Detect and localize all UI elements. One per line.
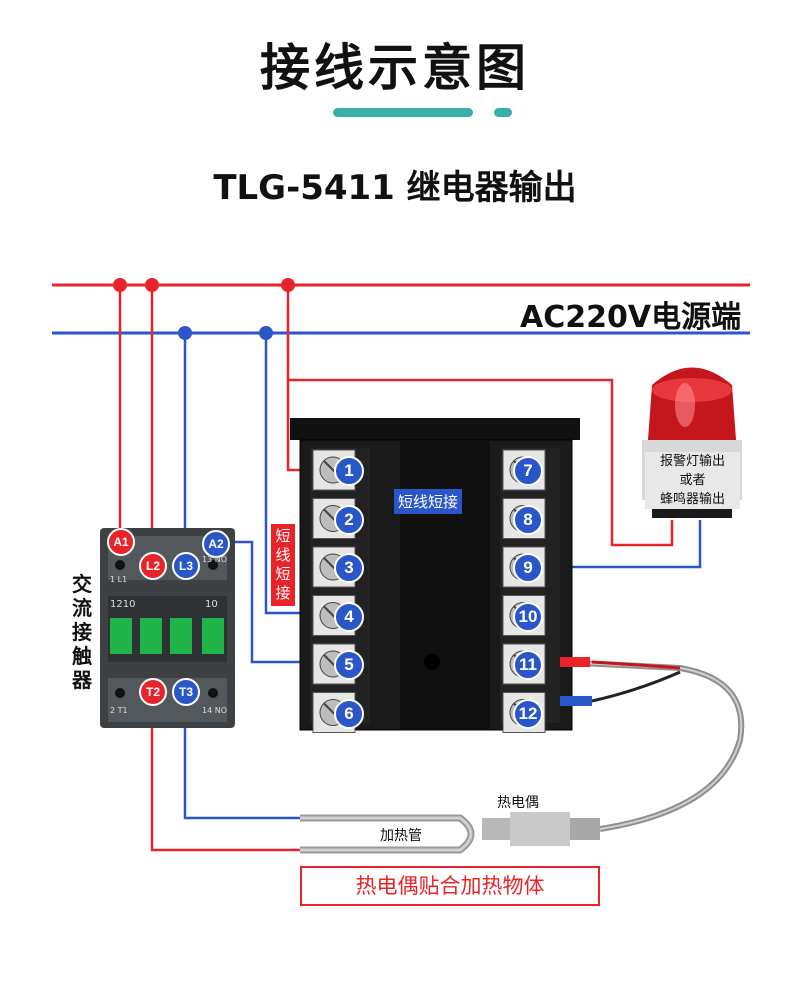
power-source-label: AC220V电源端 [520, 300, 742, 335]
thermocouple [482, 657, 745, 846]
alarm-label-line1: 报警灯输出 [659, 454, 725, 469]
terminal-number-7: 7 [513, 456, 543, 486]
terminal-number-11: 11 [513, 650, 543, 680]
title-underline-short [494, 108, 512, 117]
wire-live-alarm [288, 378, 674, 547]
contactor-name: 交流接触器 [72, 572, 92, 692]
contactor-terminal-t2: T2 [139, 678, 167, 706]
model-subtitle: TLG-5411 继电器输出 [213, 168, 577, 208]
contactor-terminal-t3: T3 [172, 678, 200, 706]
contactor-terminal-l2: L2 [139, 552, 167, 580]
terminal-number-5: 5 [334, 650, 364, 680]
wire-t2-heater [150, 690, 300, 852]
bottom-note: 热电偶贴合加热物体 [300, 866, 600, 906]
alarm-label-line2: 或者 [679, 473, 706, 488]
short-wire-label-horizontal: 短线短接 [394, 489, 463, 514]
terminal-number-10: 10 [513, 601, 543, 632]
alarm-label-line3: 蜂鸣器输出 [659, 492, 725, 507]
heater-label: 加热管 [380, 828, 422, 844]
contactor-mark-mid-left: 1210 [110, 599, 136, 610]
terminal-number-8: 8 [513, 504, 543, 535]
thermocouple-label: 热电偶 [497, 795, 539, 811]
contactor-terminal-a1: A1 [107, 528, 135, 556]
contactor-mark-mid-right: 10 [205, 599, 218, 610]
wire-t3-heater [183, 690, 300, 820]
terminal-number-1: 1 [334, 456, 364, 486]
short-wire-label-vertical: 短线短接 [271, 524, 295, 606]
contactor-mark-top-left: 1 L1 [110, 575, 128, 584]
terminal-number-12: 12 [513, 698, 543, 729]
title-underline-long [333, 108, 473, 117]
alarm-output-label: 报警灯输出 或者 蜂鸣器输出 [645, 452, 740, 509]
terminal-number-6: 6 [334, 698, 364, 729]
terminal-number-2: 2 [334, 504, 364, 535]
wire-a2-terminal5 [228, 540, 340, 664]
contactor-mark-top-right: 13 NO [202, 555, 228, 564]
contactor-mark-bottom-left: 2 T1 [110, 706, 128, 715]
page-title: 接线示意图 [260, 39, 530, 97]
heater-tube [300, 814, 475, 854]
contactor-terminal-a2: A2 [202, 530, 230, 558]
contactor-body [100, 528, 235, 728]
contactor-mark-bottom-right: 14 NO [202, 706, 228, 715]
terminal-number-4: 4 [334, 601, 364, 632]
terminal-number-9: 9 [513, 553, 543, 583]
contactor-terminal-l3: L3 [172, 552, 200, 580]
terminal-number-3: 3 [334, 553, 364, 583]
wire-alarm-terminal9 [525, 520, 702, 569]
